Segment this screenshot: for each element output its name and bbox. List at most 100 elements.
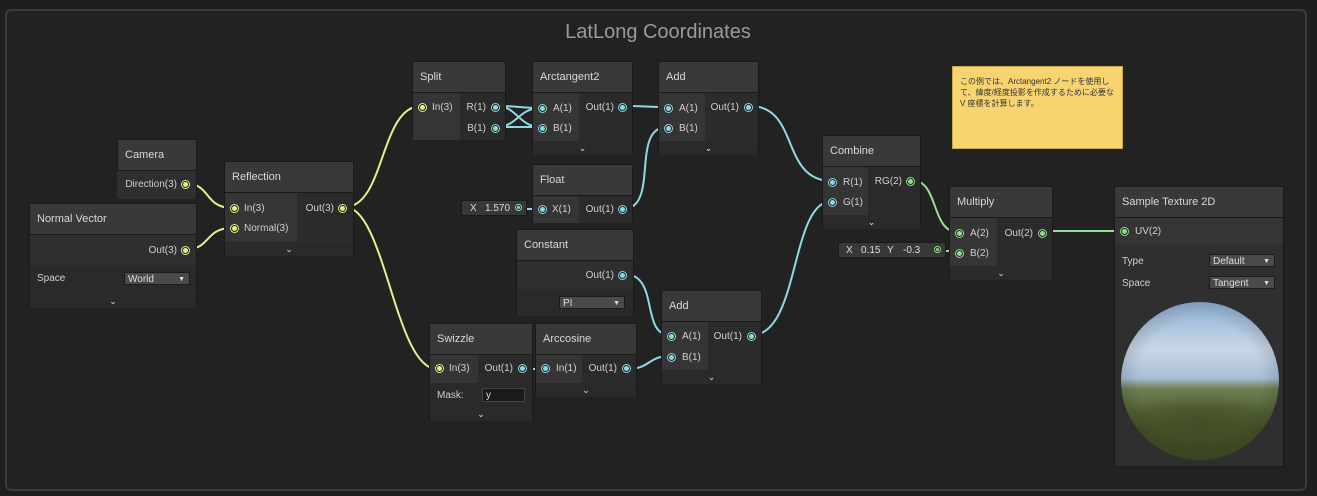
port-label: X(1): [552, 204, 571, 215]
port-label: UV(2): [1135, 226, 1162, 237]
input-port-dot[interactable]: [665, 125, 672, 132]
output-port-dot[interactable]: [619, 206, 626, 213]
node-title[interactable]: Add: [659, 62, 758, 93]
node-constant[interactable]: Constant Out(1) PI▼: [516, 229, 634, 316]
node-add-2[interactable]: Add A(1) B(1) Out(1) ⌄: [661, 290, 762, 384]
node-arccosine[interactable]: Arccosine In(1) Out(1) ⌄: [535, 323, 637, 397]
node-split[interactable]: Split In(3) R(1) B(1): [412, 61, 506, 140]
node-combine[interactable]: Combine R(1) G(1) RG(2) ⌄: [822, 135, 921, 229]
node-swizzle[interactable]: Swizzle In(3) Out(1) Mask: y ⌄: [429, 323, 533, 421]
collapse-chevron-icon[interactable]: ⌄: [30, 294, 196, 308]
collapse-chevron-icon[interactable]: ⌄: [536, 383, 636, 397]
output-port-dot[interactable]: [492, 104, 499, 111]
node-title[interactable]: Arctangent2: [533, 62, 632, 93]
node-add-1[interactable]: Add A(1) B(1) Out(1) ⌄: [658, 61, 759, 155]
collapse-chevron-icon[interactable]: ⌄: [225, 242, 353, 256]
node-title[interactable]: Constant: [517, 230, 633, 261]
output-port-dot[interactable]: [619, 104, 626, 111]
output-port-dot[interactable]: [745, 104, 752, 111]
inline-port-dot[interactable]: [935, 247, 940, 252]
port-label: Out(3): [148, 245, 177, 256]
port-label: A(1): [682, 331, 701, 342]
node-title[interactable]: Sample Texture 2D: [1115, 187, 1283, 218]
node-arctangent2[interactable]: Arctangent2 A(1) B(1) Out(1) ⌄: [532, 61, 633, 155]
space-dropdown[interactable]: World ▼: [124, 272, 190, 285]
sticky-note[interactable]: この例では、Arctangent2 ノードを使用して、緯度/経度投影を作成するた…: [952, 66, 1123, 149]
input-port-dot[interactable]: [956, 250, 963, 257]
node-title[interactable]: Multiply: [950, 187, 1052, 218]
output-port-dot[interactable]: [748, 333, 755, 340]
space-dropdown[interactable]: Tangent▼: [1209, 276, 1275, 289]
input-port-dot[interactable]: [231, 225, 238, 232]
collapse-chevron-icon[interactable]: ⌄: [430, 407, 532, 421]
output-port-dot[interactable]: [1039, 230, 1046, 237]
input-port-dot[interactable]: [668, 354, 675, 361]
group-title[interactable]: LatLong Coordinates: [565, 21, 751, 43]
input-port-dot[interactable]: [542, 365, 549, 372]
inline-port-dot[interactable]: [516, 205, 521, 210]
dropdown-arrow-icon: ▼: [178, 276, 185, 283]
input-port-dot[interactable]: [665, 105, 672, 112]
collapse-chevron-icon[interactable]: ⌄: [950, 266, 1052, 280]
input-port-dot[interactable]: [231, 205, 238, 212]
node-multiply[interactable]: Multiply A(2) B(2) Out(2) ⌄: [949, 186, 1053, 280]
vector2-inline-input[interactable]: X 0.15 Y -0.3: [838, 242, 946, 258]
input-port-dot[interactable]: [436, 365, 443, 372]
collapse-chevron-icon[interactable]: ⌄: [533, 141, 632, 155]
type-dropdown[interactable]: Default▼: [1209, 254, 1275, 267]
node-float[interactable]: Float X(1) Out(1): [532, 164, 633, 223]
node-title[interactable]: Swizzle: [430, 324, 532, 355]
output-port-dot[interactable]: [519, 365, 526, 372]
collapse-chevron-icon[interactable]: ⌄: [823, 215, 920, 229]
collapse-chevron-icon[interactable]: ⌄: [662, 370, 761, 384]
port-label: Out(1): [710, 102, 739, 113]
dropdown-value: PI: [563, 298, 573, 309]
port-label: B(2): [970, 248, 989, 259]
node-reflection[interactable]: Reflection In(3) Normal(3) Out(3) ⌄: [224, 161, 354, 256]
dropdown-arrow-icon: ▼: [1263, 258, 1270, 265]
constant-dropdown[interactable]: PI▼: [559, 296, 625, 309]
node-title[interactable]: Add: [662, 291, 761, 322]
node-title[interactable]: Split: [413, 62, 505, 93]
node-normal-vector[interactable]: Normal Vector Out(3) Space World▼ ⌄: [29, 203, 197, 308]
input-port-dot[interactable]: [956, 230, 963, 237]
port-label: Normal(3): [244, 223, 289, 234]
inline-y-value[interactable]: -0.3: [903, 245, 921, 256]
input-port-dot[interactable]: [1121, 228, 1128, 235]
output-port-dot[interactable]: [619, 272, 626, 279]
output-port-dot[interactable]: [623, 365, 630, 372]
texture-preview-sphere[interactable]: [1121, 302, 1279, 460]
dropdown-value: Tangent: [1213, 278, 1249, 289]
node-title[interactable]: Combine: [823, 136, 920, 167]
mask-input[interactable]: y: [482, 388, 525, 402]
port-label: B(1): [679, 123, 698, 134]
node-title[interactable]: Camera: [118, 140, 196, 171]
output-port-dot[interactable]: [492, 125, 499, 132]
node-title[interactable]: Reflection: [225, 162, 353, 193]
input-port-dot[interactable]: [829, 179, 836, 186]
port-label: G(1): [843, 197, 863, 208]
input-port-dot[interactable]: [829, 199, 836, 206]
input-port-dot[interactable]: [668, 333, 675, 340]
node-title[interactable]: Float: [533, 165, 632, 196]
inline-x-value[interactable]: 1.570: [485, 203, 511, 214]
output-port-dot[interactable]: [339, 205, 346, 212]
inline-x-value[interactable]: 0.15: [861, 245, 881, 256]
port-label: Direction(3): [125, 179, 177, 190]
port-label: Out(1): [585, 204, 614, 215]
port-label: In(1): [556, 363, 577, 374]
input-port-dot[interactable]: [539, 105, 546, 112]
dropdown-value: World: [128, 274, 154, 285]
node-title[interactable]: Normal Vector: [30, 204, 196, 235]
node-title[interactable]: Arccosine: [536, 324, 636, 355]
node-camera[interactable]: Camera Direction(3): [117, 139, 197, 199]
input-port-dot[interactable]: [539, 125, 546, 132]
output-port-dot[interactable]: [907, 178, 914, 185]
output-port-dot[interactable]: [182, 247, 189, 254]
output-port-dot[interactable]: [182, 181, 189, 188]
input-port-dot[interactable]: [539, 206, 546, 213]
float-inline-input[interactable]: X 1.570: [461, 200, 527, 216]
port-label: B(1): [553, 123, 572, 134]
input-port-dot[interactable]: [419, 104, 426, 111]
collapse-chevron-icon[interactable]: ⌄: [659, 141, 758, 155]
